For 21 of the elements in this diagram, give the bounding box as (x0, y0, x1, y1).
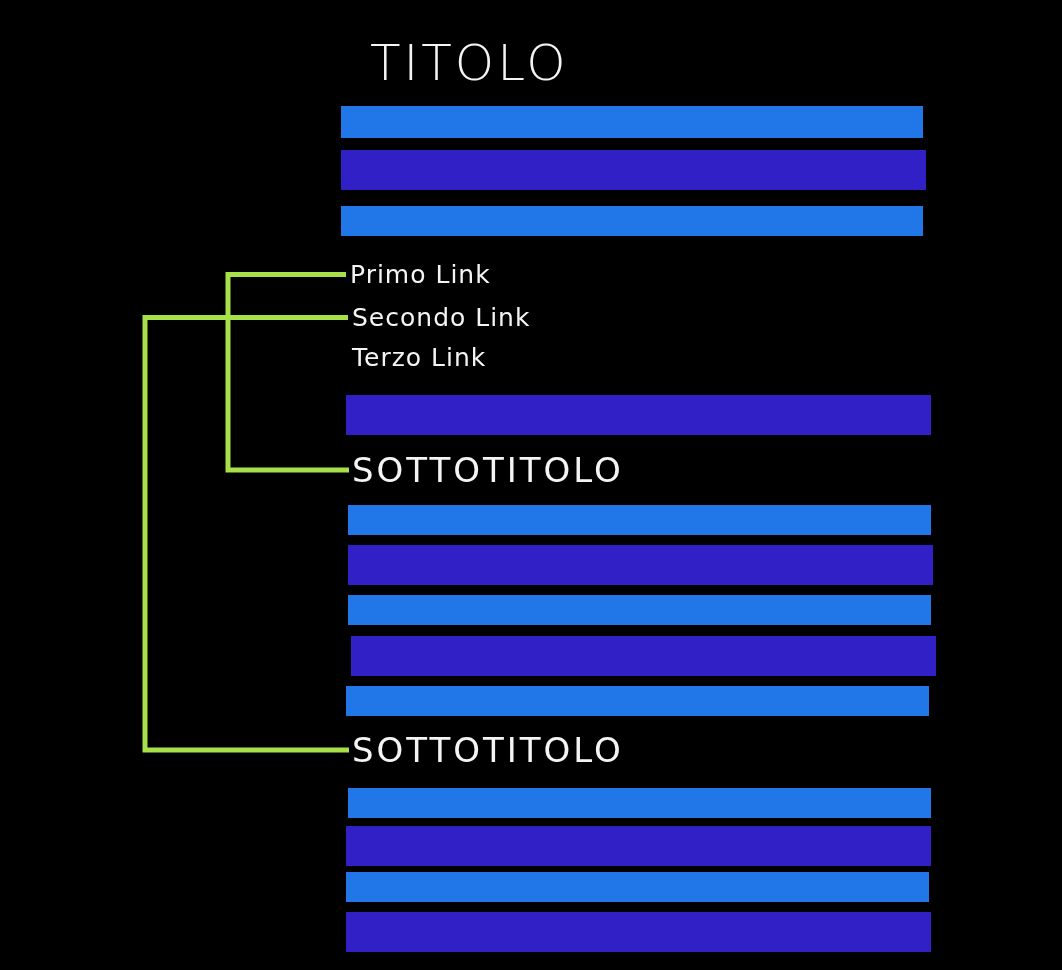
title-text: TITOLO (370, 38, 569, 88)
stripe-bar (351, 636, 936, 676)
stripe-bar (348, 788, 931, 818)
subtitle-text: SOTTOTITOLO (352, 453, 624, 487)
connector-line (225, 272, 349, 473)
stripe-bar (348, 505, 931, 535)
link-text: Terzo Link (352, 345, 487, 370)
stripe-bar (346, 826, 931, 866)
stripe-bar (346, 872, 929, 902)
stripe-bar (348, 545, 933, 585)
stripe-bar (341, 106, 923, 138)
connector-line (142, 315, 349, 753)
link-text: Secondo Link (352, 305, 531, 330)
stripe-bar (348, 595, 931, 625)
link-text: Primo Link (350, 262, 491, 287)
stripe-bar (341, 206, 923, 236)
stripe-bar (341, 150, 926, 190)
stripe-bar (346, 912, 931, 952)
stripe-bar (346, 686, 929, 716)
stripe-bar (346, 395, 931, 435)
subtitle-text: SOTTOTITOLO (352, 733, 624, 767)
